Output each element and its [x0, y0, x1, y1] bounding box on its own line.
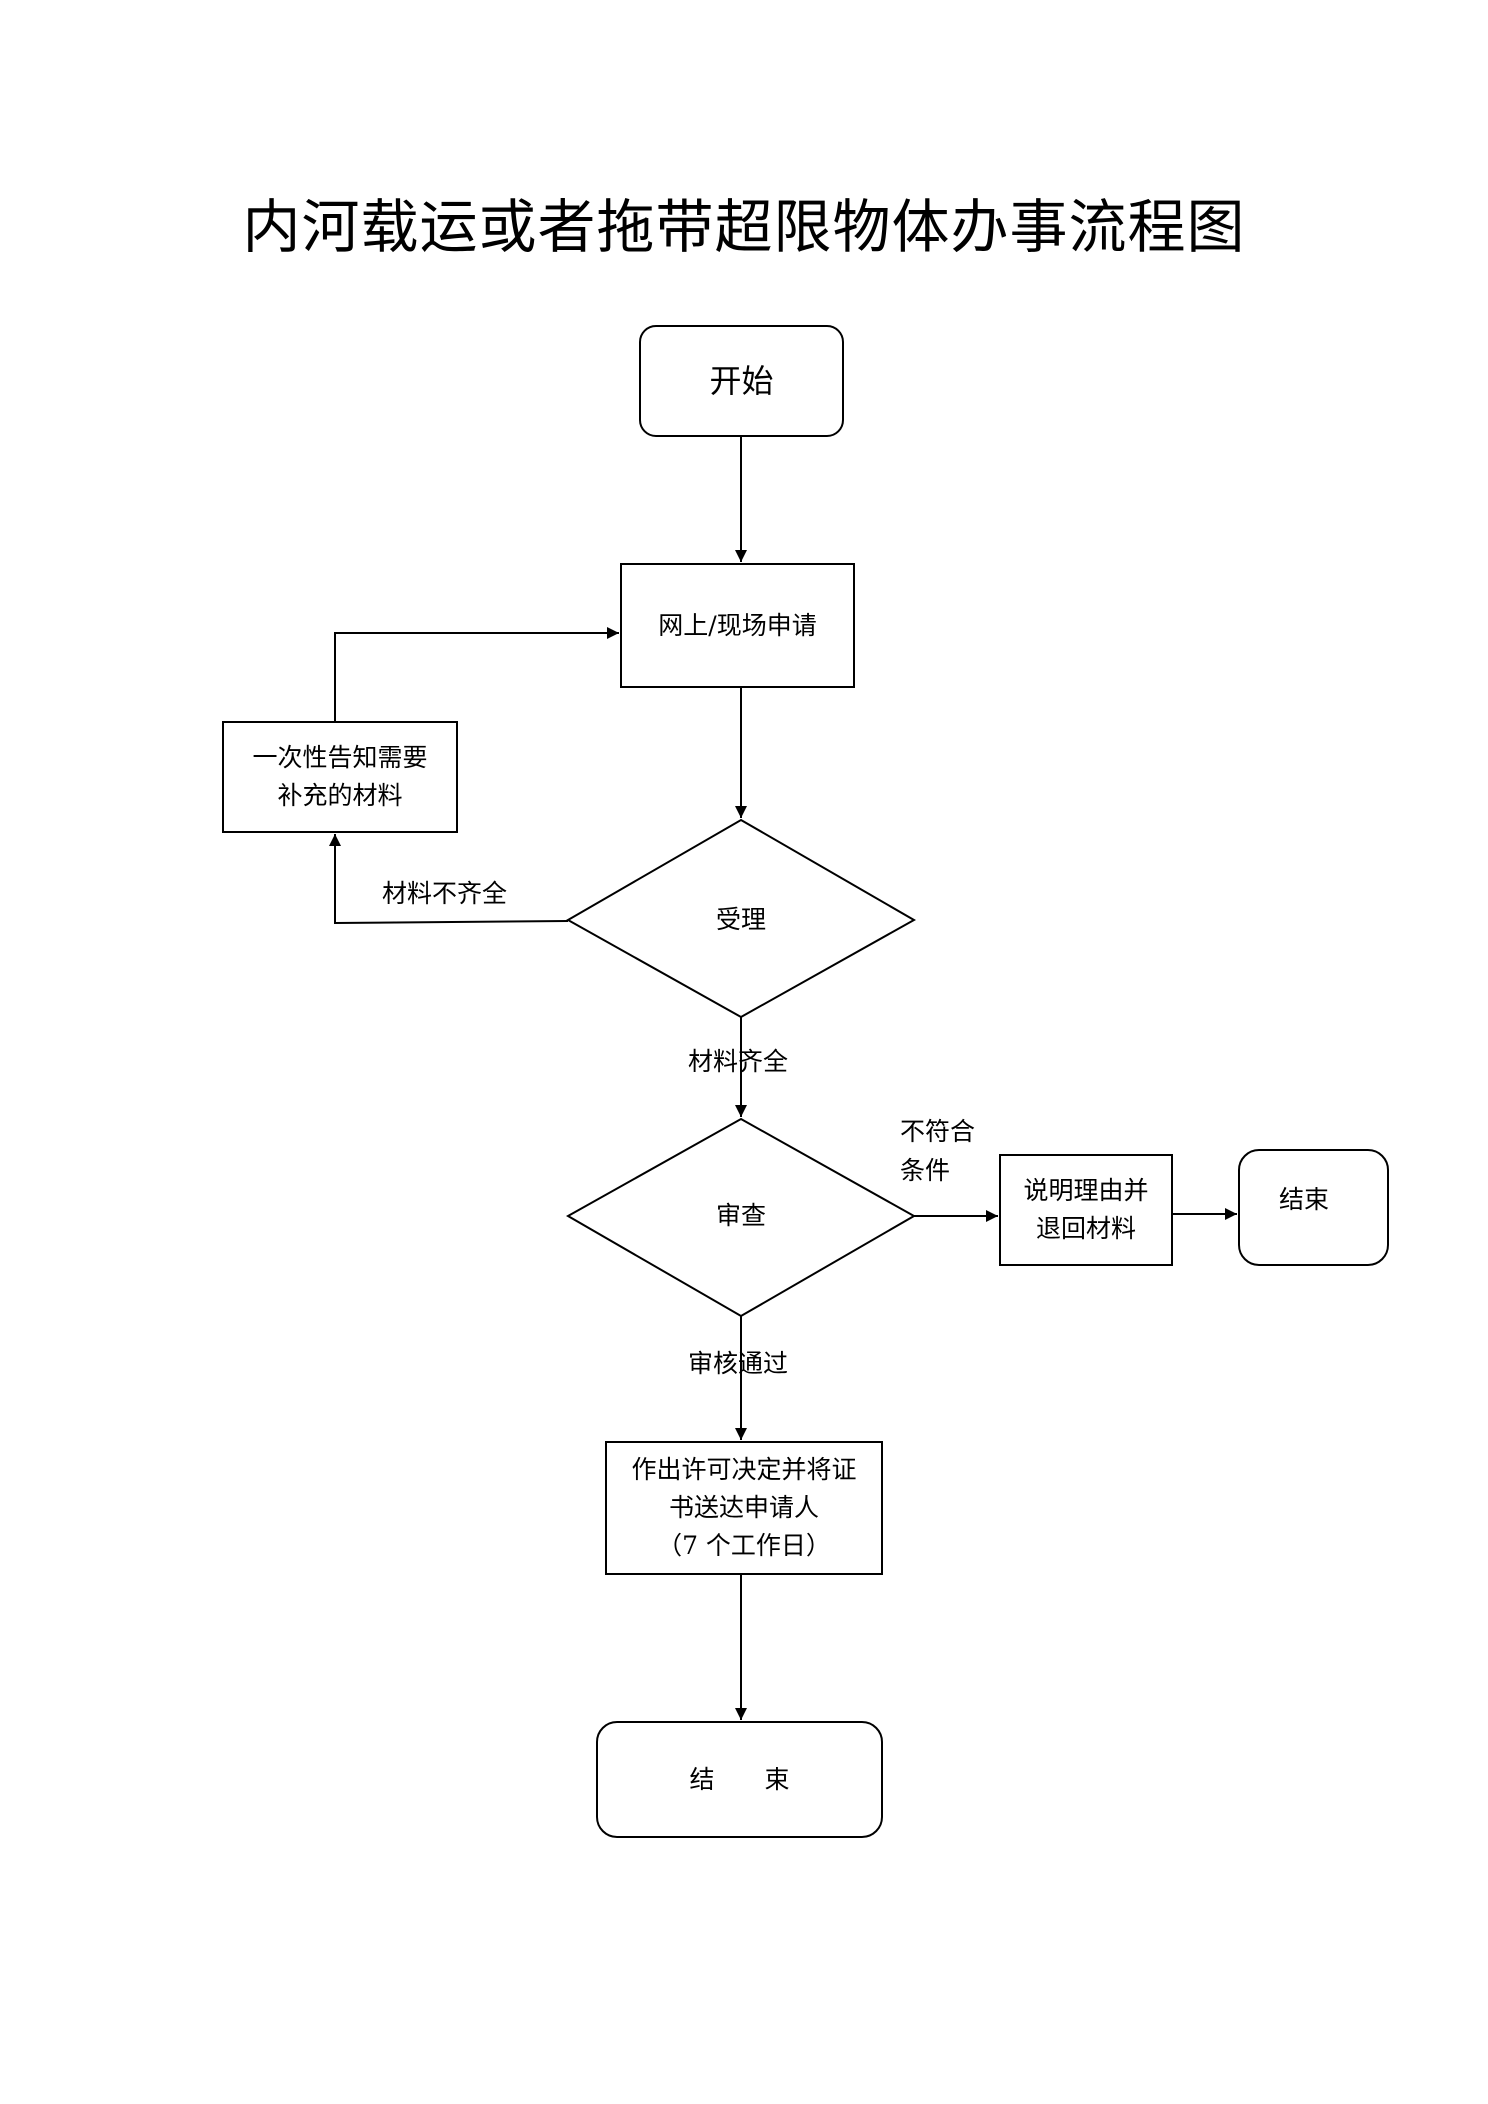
arrow-notify-to-apply: [334, 627, 619, 722]
edge-label-complete: 材料齐全: [688, 1047, 789, 1076]
end-final-node: [596, 1721, 883, 1838]
reject-text-line1: 说明理由并: [1023, 1176, 1149, 1205]
start-label: 开始: [640, 326, 843, 436]
end-reject-node: [1238, 1149, 1389, 1266]
end-reject-text: 结束: [1278, 1185, 1329, 1214]
decision-text-line2: 书送达申请人: [668, 1493, 819, 1522]
accept-text: 受理: [715, 905, 766, 934]
edge-label-not-qualified-line1: 不符合: [900, 1117, 976, 1146]
end-final-label: 结 束: [597, 1722, 882, 1837]
decision-text-line3: （7 个工作日）: [657, 1531, 831, 1560]
reject-node: [999, 1154, 1173, 1266]
page-title: 内河载运或者拖带超限物体办事流程图: [242, 193, 1246, 261]
end-reject-label: 结束: [1239, 1150, 1369, 1250]
reject-label: 说明理由并 退回材料: [1000, 1155, 1172, 1265]
notify-label: 一次性告知需要 补充的材料: [223, 722, 457, 832]
reject-text-line2: 退回材料: [1035, 1214, 1136, 1243]
edge-label-approved: 审核通过: [688, 1349, 789, 1378]
apply-node: [620, 563, 855, 688]
notify-node: [222, 721, 458, 833]
notify-text-line2: 补充的材料: [277, 781, 403, 810]
apply-label: 网上/现场申请: [621, 564, 854, 687]
apply-text: 网上/现场申请: [658, 610, 817, 640]
decision-node: [605, 1441, 883, 1575]
end-final-text: 结 束: [689, 1764, 790, 1794]
notify-text-line1: 一次性告知需要: [252, 743, 428, 772]
review-label: 审查: [641, 1192, 841, 1240]
arrow-accept-to-notify: [329, 834, 569, 925]
edge-label-incomplete: 材料不齐全: [382, 879, 508, 908]
decision-text-line1: 作出许可决定并将证: [631, 1455, 857, 1484]
edge-label-not-qualified-line2: 条件: [900, 1156, 951, 1185]
decision-label: 作出许可决定并将证 书送达申请人 （7 个工作日）: [606, 1442, 882, 1574]
review-text: 审查: [715, 1201, 766, 1230]
start-text: 开始: [709, 362, 774, 400]
accept-label: 受理: [641, 896, 841, 944]
